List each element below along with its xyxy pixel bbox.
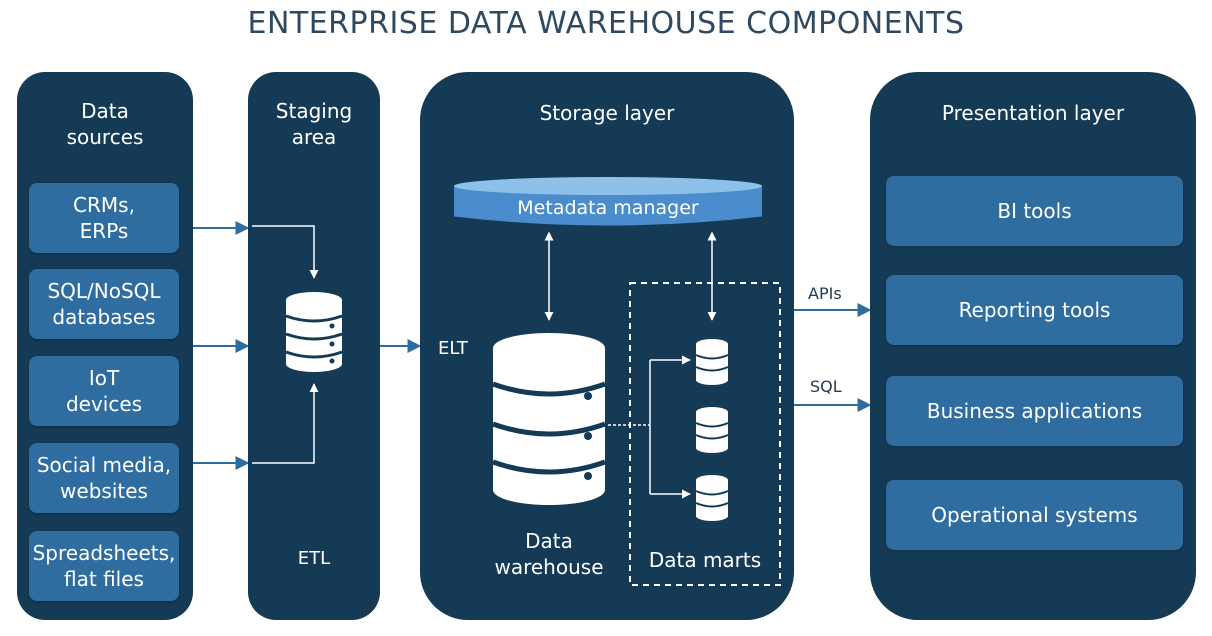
storage-layer-title: Storage layer [539,101,675,125]
data-mart-icon-2 [695,407,729,453]
data-sources-title: Data sources [66,99,144,149]
etl-label: ETL [297,548,331,569]
data-mart-icon-1 [695,339,729,385]
metadata-manager-disk [453,177,763,226]
page-title: ENTERPRISE DATA WAREHOUSE COMPONENTS [247,6,965,41]
source-sql-nosql: SQL/NoSQL databases [29,269,179,339]
source-iot-devices: IoT devices [29,356,179,426]
data-sources-panel: Data sources [17,72,193,620]
staging-connectors [252,225,319,464]
source-spreadsheets: Spreadsheets, flat files [29,531,179,601]
presentation-business-apps: Business applications [886,376,1183,446]
elt-label: ELT [438,338,468,359]
warehouse-to-marts-connector [608,355,691,499]
apis-label: APIs [808,284,842,303]
data-warehouse-label: Data warehouse [494,529,604,579]
staging-area-title: Staging area [275,99,353,149]
data-warehouse-icon [492,333,606,505]
source-crms-erps: CRMs, ERPs [29,183,179,253]
presentation-reporting-tools: Reporting tools [886,275,1183,345]
data-mart-icon-3 [695,475,729,521]
staging-database-icon [285,292,343,372]
source-social-media: Social media, websites [29,443,179,513]
presentation-bi-tools: BI tools [886,176,1183,246]
staging-area-panel: Staging area ETL [248,72,380,620]
storage-layer-panel: Storage layer [420,72,794,620]
presentation-layer-title: Presentation layer [941,101,1125,125]
presentation-operational-systems: Operational systems [886,480,1183,550]
data-marts-label: Data marts [648,548,762,572]
sql-label: SQL [810,377,842,396]
data-marts-box [629,282,781,586]
metadata-manager-label: Metadata manager [517,197,699,219]
